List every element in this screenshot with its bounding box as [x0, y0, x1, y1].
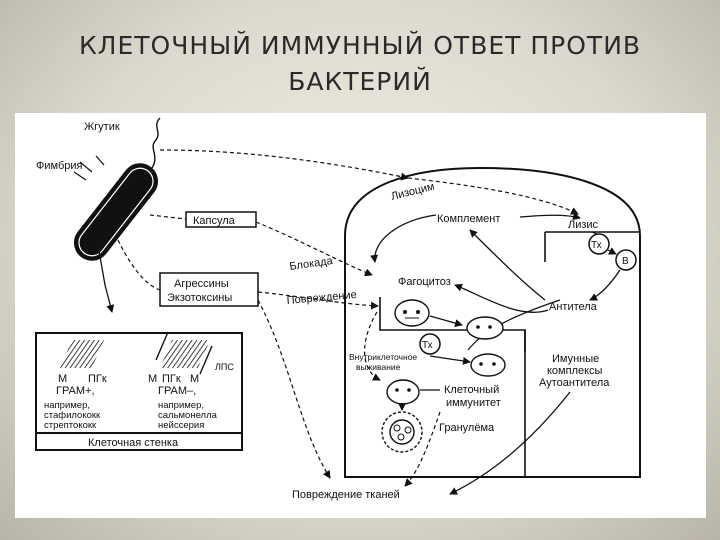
- example-pos-3: стрептококк: [44, 420, 97, 431]
- phagocyte-box: [379, 297, 526, 352]
- lysozyme-arrow: [159, 149, 409, 181]
- tx-cell-top: [588, 233, 610, 255]
- macrophage-2: [386, 379, 420, 405]
- bacterium-body: [73, 163, 159, 261]
- flagellum-line: [151, 117, 161, 169]
- capsule-box: [185, 211, 257, 228]
- phagocyte-arrow: [429, 315, 463, 327]
- damage-arrow: [257, 291, 379, 310]
- cellular-immunity-label-1: Клеточный: [444, 384, 499, 396]
- gram-pos-label: ГРАМ+,: [56, 385, 95, 397]
- capsule-label: Капсула: [193, 215, 236, 227]
- b-label: В: [622, 256, 629, 267]
- tx-macrophage-arrow: [429, 355, 471, 365]
- host-outline: [344, 166, 641, 478]
- survival-arrow: [364, 311, 381, 381]
- example-neg-1: например,: [158, 400, 204, 411]
- granuloma-damage-arrow: [404, 411, 441, 487]
- macrophage-1: [470, 353, 506, 377]
- antibodies-complement-arrow: [469, 229, 546, 301]
- intracellular-label-1: Внутриклеточное: [349, 352, 417, 362]
- blockade-label: Блокада: [289, 255, 335, 273]
- flagellum-label: Жгутик: [84, 121, 120, 133]
- gram-neg-m1: М: [148, 373, 157, 385]
- bacterium-membrane: [78, 167, 154, 257]
- tx-cell-mid: [419, 333, 441, 355]
- complexes-damage-arrow: [449, 391, 571, 495]
- example-pos-1: например,: [44, 400, 90, 411]
- gram-positive-wall-icon: [60, 340, 104, 368]
- damage-tissue-arrow: [257, 299, 331, 479]
- gram-neg-label: ГРАМ–,: [158, 385, 196, 397]
- example-neg-3: нейссерия: [158, 420, 204, 431]
- immune-complexes-label-2: комплексы: [547, 365, 603, 377]
- tx-label-top: Тх: [591, 240, 602, 251]
- granuloma-label: Гранулёма: [439, 422, 495, 434]
- slide-title-line-2: БАКТЕРИЙ: [288, 67, 432, 96]
- damage-label: Повреждение: [286, 289, 357, 307]
- aggressins-label: Агрессины: [174, 278, 229, 290]
- lysozyme-label: Лизоцим: [390, 181, 436, 203]
- cellular-immunity-label-2: иммунитет: [446, 397, 501, 409]
- gram-negative-wall-icon: [160, 340, 210, 368]
- lysis-label: Лизис: [568, 219, 599, 231]
- b-cell: [615, 249, 637, 271]
- capsule-connector: [149, 214, 187, 220]
- antibodies-label: Антитела: [549, 301, 598, 313]
- gram-neg-pgk: ПГк: [162, 373, 181, 385]
- gram-negative-outer-lines: [155, 331, 213, 375]
- phagocyte-1: [394, 299, 430, 327]
- cell-wall-label: Клеточная стенка: [88, 437, 179, 449]
- phagocyte-2: [466, 316, 504, 340]
- slide-title-line-1: КЛЕТОЧНЫЙ ИММУННЫЙ ОТВЕТ ПРОТИВ: [78, 31, 642, 60]
- fimbria-label: Фимбрия: [36, 160, 83, 172]
- tx-b-arrow: [607, 247, 617, 255]
- slide-title: КЛЕТОЧНЫЙ ИММУННЫЙ ОТВЕТ ПРОТИВ БАКТЕРИЙ: [0, 28, 720, 100]
- aggressins-connector: [117, 239, 161, 291]
- phagocytosis-label: Фагоцитоз: [398, 276, 451, 288]
- lysis-tx-tick: [591, 231, 598, 235]
- exotoxins-label: Экзотоксины: [167, 292, 232, 304]
- tx-label-mid: Тх: [422, 340, 433, 351]
- fimbria-lines: [73, 155, 105, 181]
- complement-lysis-arrow: [519, 212, 581, 221]
- gram-neg-m2: М: [190, 373, 199, 385]
- intracellular-label-2: выживание: [356, 362, 401, 372]
- bacterium-group: [73, 117, 161, 313]
- complement-phagocytosis-arrow: [370, 214, 437, 263]
- granuloma-core: [389, 419, 415, 445]
- b-antibodies-arrow: [589, 269, 621, 301]
- example-neg-2: сальмонелла: [158, 410, 218, 421]
- lysozyme-lysis-arrow: [407, 177, 579, 215]
- example-pos-2: стафилококк: [44, 410, 101, 421]
- autoantibodies-label: Аутоантитела: [539, 377, 610, 389]
- immune-complexes-label-1: Имунные: [552, 353, 599, 365]
- tissue-damage-label: Повреждение тканей: [292, 489, 400, 501]
- blockade-arrow: [255, 221, 373, 277]
- gram-pos-m: М: [58, 373, 67, 385]
- bacterium-tail-arrow: [97, 244, 115, 313]
- lps-label: ЛПС: [215, 362, 234, 372]
- cell-wall-caption-box: [35, 432, 243, 451]
- aggressins-box: [159, 272, 259, 307]
- complement-label: Комплемент: [437, 213, 500, 225]
- gram-pos-pgk: ПГк: [88, 373, 107, 385]
- antibodies-phagocytosis-arrow: [454, 283, 549, 313]
